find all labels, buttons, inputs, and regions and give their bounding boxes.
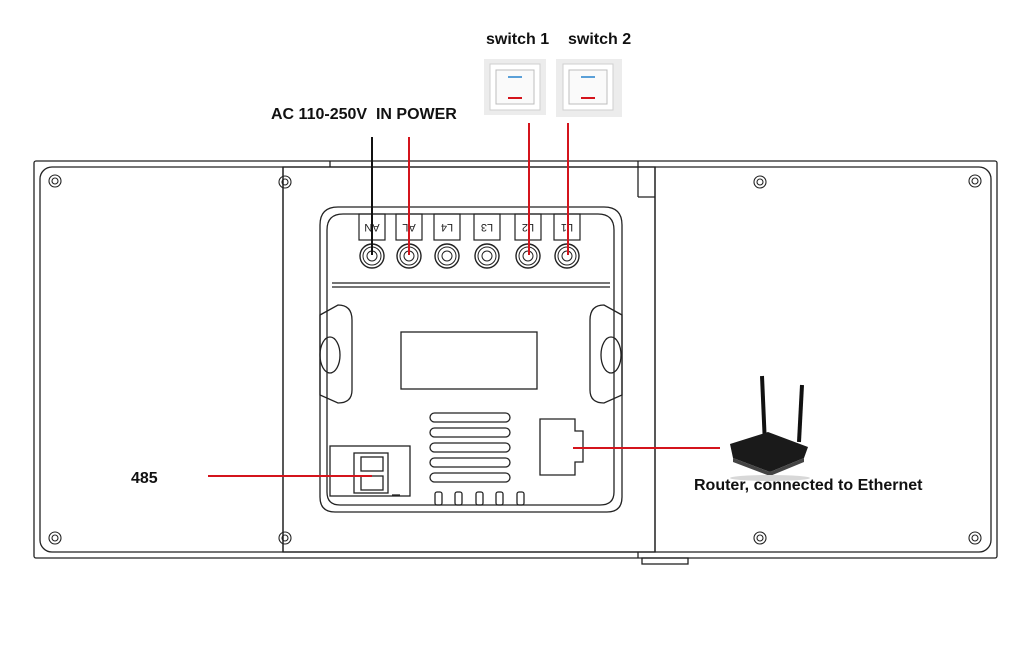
terminal-l3: L3: [473, 213, 501, 269]
ac-power-label: AC 110-250V IN POWER: [271, 106, 457, 123]
wall-switch-icon: [484, 59, 546, 115]
screw-icon: [753, 531, 767, 545]
rs485-connector: [329, 445, 411, 497]
rs485-label: 485: [131, 470, 158, 487]
control-module: [319, 206, 623, 513]
screw-icon: [753, 175, 767, 189]
screws: [48, 174, 982, 545]
screw-icon: [968, 531, 982, 545]
terminal-block: ANALL4L3L2L1: [358, 213, 581, 269]
screw-icon: [968, 174, 982, 188]
terminal-label: L4: [441, 221, 453, 233]
panel-frame: [33, 160, 998, 565]
router-label: Router, connected to Ethernet: [694, 477, 923, 494]
switch-1-label: switch 1: [486, 31, 550, 48]
wires: [208, 123, 720, 477]
terminal-label: L3: [481, 221, 493, 233]
terminal-l4: L4: [433, 213, 461, 269]
screw-icon: [278, 531, 292, 545]
wall-switch-icon: [556, 59, 622, 117]
ethernet-port: [539, 418, 584, 476]
screw-icon: [48, 531, 62, 545]
screw-icon: [48, 174, 62, 188]
wifi-router-icon: [730, 375, 810, 481]
switch-2-label: switch 2: [568, 31, 632, 48]
screw-icon: [278, 175, 292, 189]
